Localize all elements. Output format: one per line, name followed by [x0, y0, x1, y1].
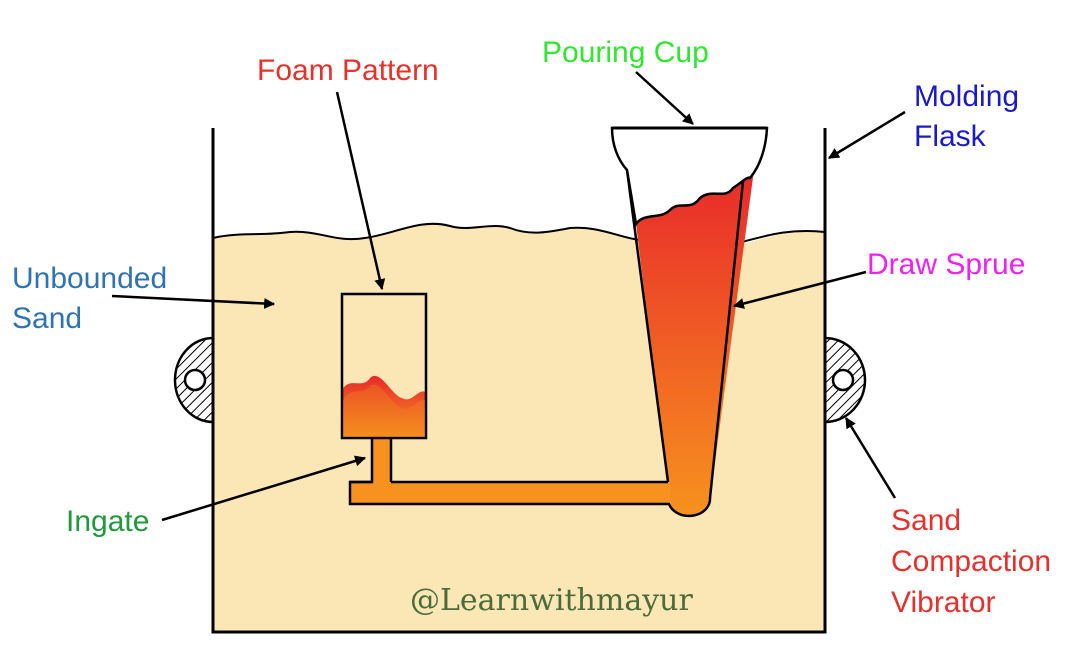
ingate-neck [372, 438, 391, 484]
vibrator-label-line1: Sand [891, 504, 961, 537]
pouring-cup-arrow [635, 71, 694, 125]
draw-sprue-label: Draw Sprue [867, 248, 1025, 281]
molding-flask-label-line2: Flask [914, 120, 987, 153]
ingate-label: Ingate [66, 505, 149, 538]
foam-pattern [340, 292, 428, 440]
foam-pattern-label: Foam Pattern [257, 54, 439, 87]
foam-pattern-metal [342, 375, 426, 438]
runner [350, 482, 670, 504]
watermark: @Learnwithmayur [410, 583, 693, 618]
ingate-outline [350, 438, 393, 484]
vibrator-arrow [844, 417, 897, 499]
unbounded-sand-label-line1: Unbounded [12, 262, 167, 295]
pouring-cup-label: Pouring Cup [542, 36, 709, 69]
molding-flask-label-line1: Molding [914, 80, 1019, 113]
sprue-outline [348, 169, 746, 518]
draw-sprue [636, 170, 754, 516]
foam-pattern-arrow [335, 91, 386, 291]
sand-surface-line [212, 222, 641, 241]
unbounded-sand-arrow [111, 294, 276, 310]
draw-sprue-arrow [732, 270, 867, 309]
vibrator-label-line3: Vibrator [891, 586, 996, 619]
vibrator-label-line2: Compaction [891, 545, 1051, 578]
sand-surface-line-right [741, 229, 826, 243]
unbounded-sand-label-line2: Sand [12, 302, 82, 335]
left-vibrator [173, 336, 215, 424]
molding-flask-arrow [828, 110, 906, 160]
foam-pattern-front [343, 384, 425, 437]
ingate-arrow [161, 455, 367, 522]
right-vibrator [823, 336, 867, 424]
pouring-cup [610, 126, 769, 228]
